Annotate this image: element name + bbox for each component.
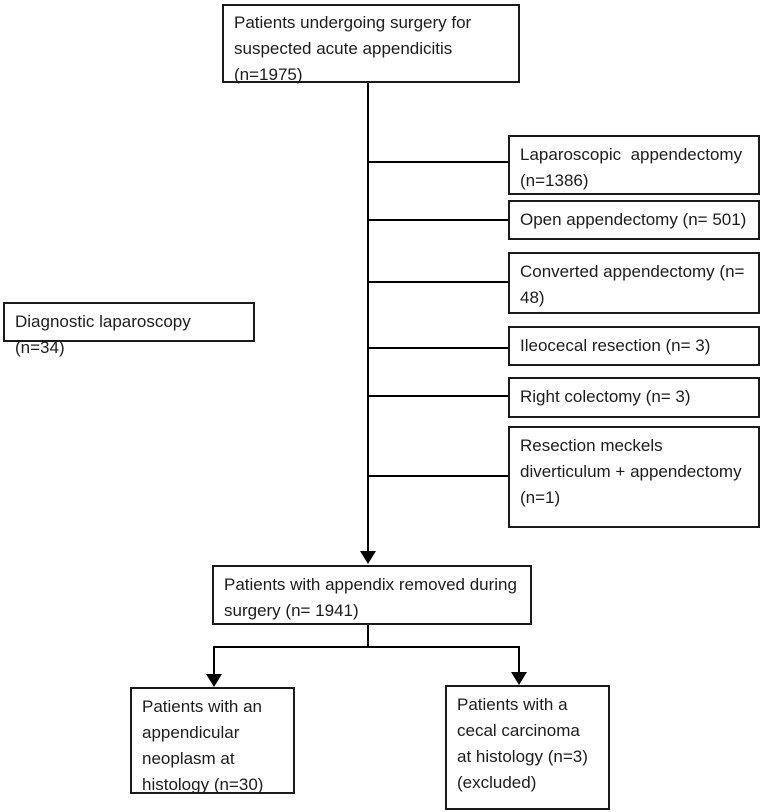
arrowhead-to-appendix-removed bbox=[360, 551, 376, 564]
connector-stem-right-branch bbox=[518, 646, 520, 672]
node-appendix-removed: Patients with appendix removed during su… bbox=[212, 565, 532, 625]
connector-branch-laparoscopic bbox=[368, 161, 508, 163]
connector-branch-right-colectomy bbox=[368, 395, 508, 397]
node-laparoscopic-appendectomy: Laparoscopic appendectomy (n=1386) bbox=[508, 135, 760, 195]
connector-branch-open bbox=[368, 219, 508, 221]
connector-split-horizontal bbox=[213, 646, 520, 648]
node-diagnostic-laparoscopy: Diagnostic laparoscopy (n=34) bbox=[3, 302, 255, 357]
node-meckels-resection: Resection meckels diverticulum + appende… bbox=[508, 426, 760, 528]
connector-branch-converted bbox=[368, 281, 508, 283]
connector-branch-ileocecal bbox=[368, 347, 508, 349]
connector-branch-meckels bbox=[368, 475, 508, 477]
arrowhead-to-appendicular-neoplasm bbox=[206, 674, 222, 687]
arrowhead-to-cecal-carcinoma bbox=[511, 672, 527, 685]
connector-trunk-vertical bbox=[367, 83, 369, 551]
node-converted-appendectomy: Converted appendectomy (n= 48) bbox=[508, 252, 760, 314]
node-ileocecal-resection: Ileocecal resection (n= 3) bbox=[508, 326, 760, 366]
node-cecal-carcinoma: Patients with a cecal carcinoma at histo… bbox=[445, 685, 610, 810]
node-open-appendectomy: Open appendectomy (n= 501) bbox=[508, 200, 760, 240]
connector-stem-left-branch bbox=[213, 646, 215, 674]
node-appendicular-neoplasm: Patients with an appendicular neoplasm a… bbox=[130, 687, 295, 794]
node-surgery-total: Patients undergoing surgery for suspecte… bbox=[222, 4, 520, 84]
connector-split-stem bbox=[367, 625, 369, 648]
node-right-colectomy: Right colectomy (n= 3) bbox=[508, 377, 760, 418]
